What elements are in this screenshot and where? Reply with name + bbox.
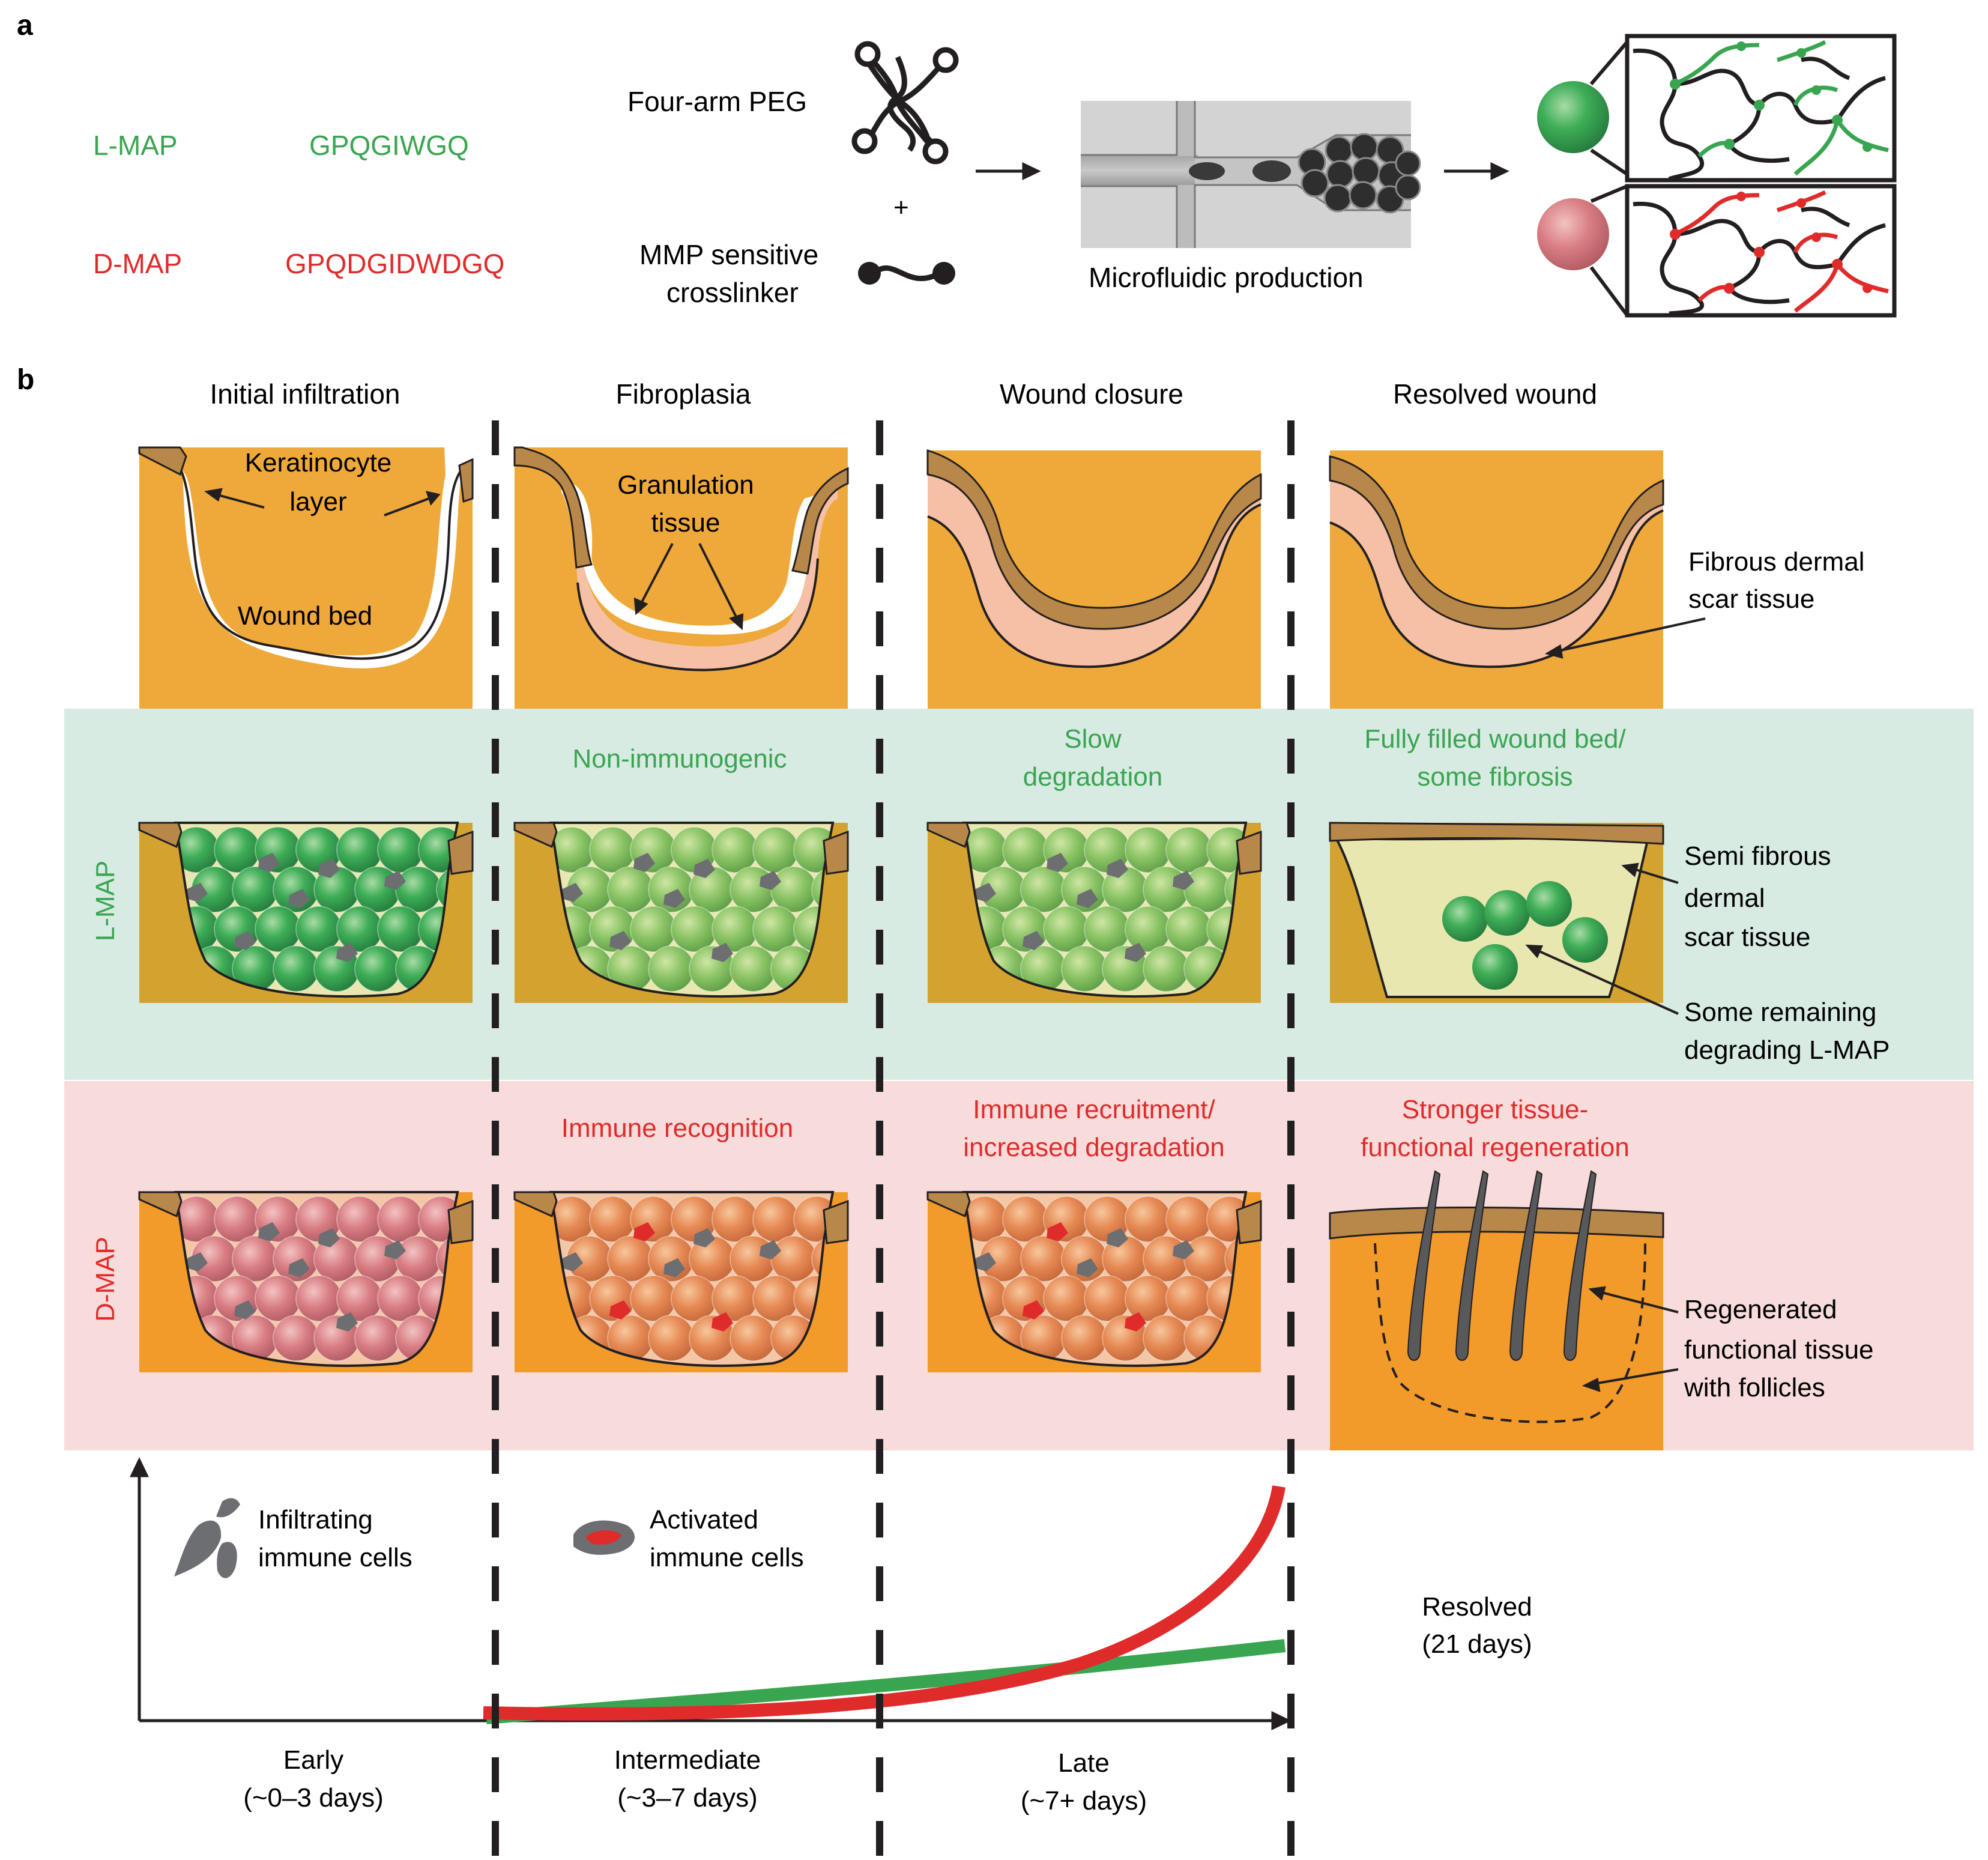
timeline-early-range: (~0–3 days) [243, 1783, 384, 1813]
lmap-sequence: GPQGIWGQ [309, 130, 469, 161]
resolved-label-line2: (21 days) [1422, 1629, 1532, 1659]
fibrous-label-line2: scar tissue [1688, 584, 1814, 614]
panel-a-label: a [17, 10, 33, 41]
dmap-resolved-panel [1329, 1170, 1664, 1450]
panel-b-label: b [17, 364, 34, 396]
row-label-lmap: L-MAP [91, 861, 120, 941]
lmap-remaining-line1: Some remaining [1684, 998, 1876, 1027]
row-label-dmap: D-MAP [91, 1237, 120, 1322]
fibrous-arrow [1544, 617, 1706, 659]
crosslinker-icon [858, 262, 955, 285]
lmap-semi-line2: dermal [1684, 883, 1765, 913]
timeline-intermediate-name: Intermediate [614, 1745, 761, 1775]
lmap-filled-line1: Fully filled wound bed/ [1364, 724, 1626, 754]
lmap-semi-line1: Semi fibrous [1684, 841, 1831, 871]
dmap-annotation-arrows [1582, 1286, 1679, 1392]
four-arm-peg-icon [851, 41, 959, 165]
timeline-intermediate-range: (~3–7 days) [617, 1783, 758, 1813]
lmap-wound-diagrams [138, 822, 1664, 1003]
resolved-label-line1: Resolved [1422, 1592, 1532, 1622]
dmap-recruit-line1: Immune recruitment/ [973, 1095, 1215, 1124]
dmap-stronger-line2: functional regeneration [1361, 1133, 1630, 1162]
keratinocyte-label-line2: layer [289, 487, 346, 516]
lmap-microgel-icon [1537, 41, 1629, 176]
peg-label: Four-arm PEG [627, 86, 807, 117]
lmap-remaining-line2: degrading L-MAP [1684, 1035, 1890, 1065]
dmap-degradation-curve [483, 1485, 1286, 1721]
granulation-arrows [633, 543, 744, 631]
wound-panel [138, 1191, 474, 1372]
legend-infiltrating-line2: immune cells [258, 1543, 412, 1572]
timeline-late-range: (~7+ days) [1021, 1786, 1147, 1816]
dmap-network-zoom [1625, 184, 1897, 318]
crosslinker-label-line1: MMP sensitive [639, 239, 818, 270]
lmap-network-zoom [1625, 34, 1897, 183]
wound-panel [513, 1191, 849, 1372]
lmap-name: L-MAP [93, 130, 178, 161]
keratinocyte-arrows [204, 488, 441, 516]
dmap-regen-line2: functional tissue [1684, 1335, 1874, 1365]
dmap-wound-diagrams [138, 1170, 1664, 1450]
activated-immune-cell-icon [573, 1520, 635, 1555]
legend-activated-line1: Activated [650, 1505, 758, 1534]
wound-diagram-fibroplasia [513, 446, 849, 709]
microfluidic-label: Microfluidic production [1089, 262, 1364, 293]
dmap-immune-recognition: Immune recognition [561, 1113, 793, 1143]
wound-panel [926, 1191, 1262, 1372]
timeline-axes [130, 1457, 1292, 1730]
stage-heading-wound-closure: Wound closure [1000, 378, 1183, 410]
dmap-recruit-line2: increased degradation [963, 1133, 1224, 1162]
timeline-early-name: Early [283, 1745, 343, 1775]
stage-heading-resolved-wound: Resolved wound [1393, 378, 1597, 410]
lmap-non-immunogenic: Non-immunogenic [572, 744, 787, 774]
timeline-late-name: Late [1058, 1748, 1110, 1778]
dmap-regen-line1: Regenerated [1684, 1295, 1837, 1324]
dmap-name: D-MAP [93, 248, 182, 279]
dmap-regen-line3: with follicles [1684, 1373, 1825, 1402]
lmap-slow-line2: degradation [1023, 762, 1162, 792]
wound-panel [513, 822, 849, 1003]
dmap-microgel-icon [1537, 184, 1629, 317]
stage-dividers [492, 420, 1295, 1856]
granulation-label-line1: Granulation [617, 470, 754, 500]
lmap-annotation-arrows [1525, 862, 1679, 1015]
wound-panel [138, 822, 474, 1003]
dmap-sequence: GPQDGIDWDGQ [285, 248, 504, 279]
stage-heading-initial-infiltration: Initial infiltration [210, 378, 400, 410]
stage-heading-fibroplasia: Fibroplasia [616, 378, 751, 410]
wound-diagram-resolved [1329, 450, 1664, 709]
wound-panel [926, 822, 1262, 1003]
infiltrating-immune-cell-icon [174, 1498, 240, 1578]
legend-infiltrating-line1: Infiltrating [258, 1505, 373, 1534]
arrow-right-icon [976, 162, 1041, 180]
lmap-slow-line1: Slow [1064, 724, 1122, 754]
wound-bed-label: Wound bed [238, 601, 372, 631]
dmap-stronger-line1: Stronger tissue- [1402, 1095, 1589, 1124]
microfluidic-image [1081, 101, 1421, 248]
fibrous-label-line1: Fibrous dermal [1688, 547, 1864, 577]
granulation-label-line2: tissue [651, 508, 721, 538]
wound-diagram-wound-closure [926, 449, 1262, 709]
plus-sign: + [893, 193, 909, 222]
lmap-resolved-panel [1329, 822, 1664, 1003]
lmap-semi-line3: scar tissue [1684, 922, 1810, 952]
wound-diagram-initial [138, 446, 474, 709]
arrow-right-icon [1444, 162, 1509, 180]
lmap-filled-line2: some fibrosis [1417, 762, 1573, 792]
keratinocyte-label-line1: Keratinocyte [245, 448, 392, 477]
crosslinker-label-line2: crosslinker [666, 277, 799, 308]
legend-activated-line2: immune cells [650, 1543, 804, 1572]
